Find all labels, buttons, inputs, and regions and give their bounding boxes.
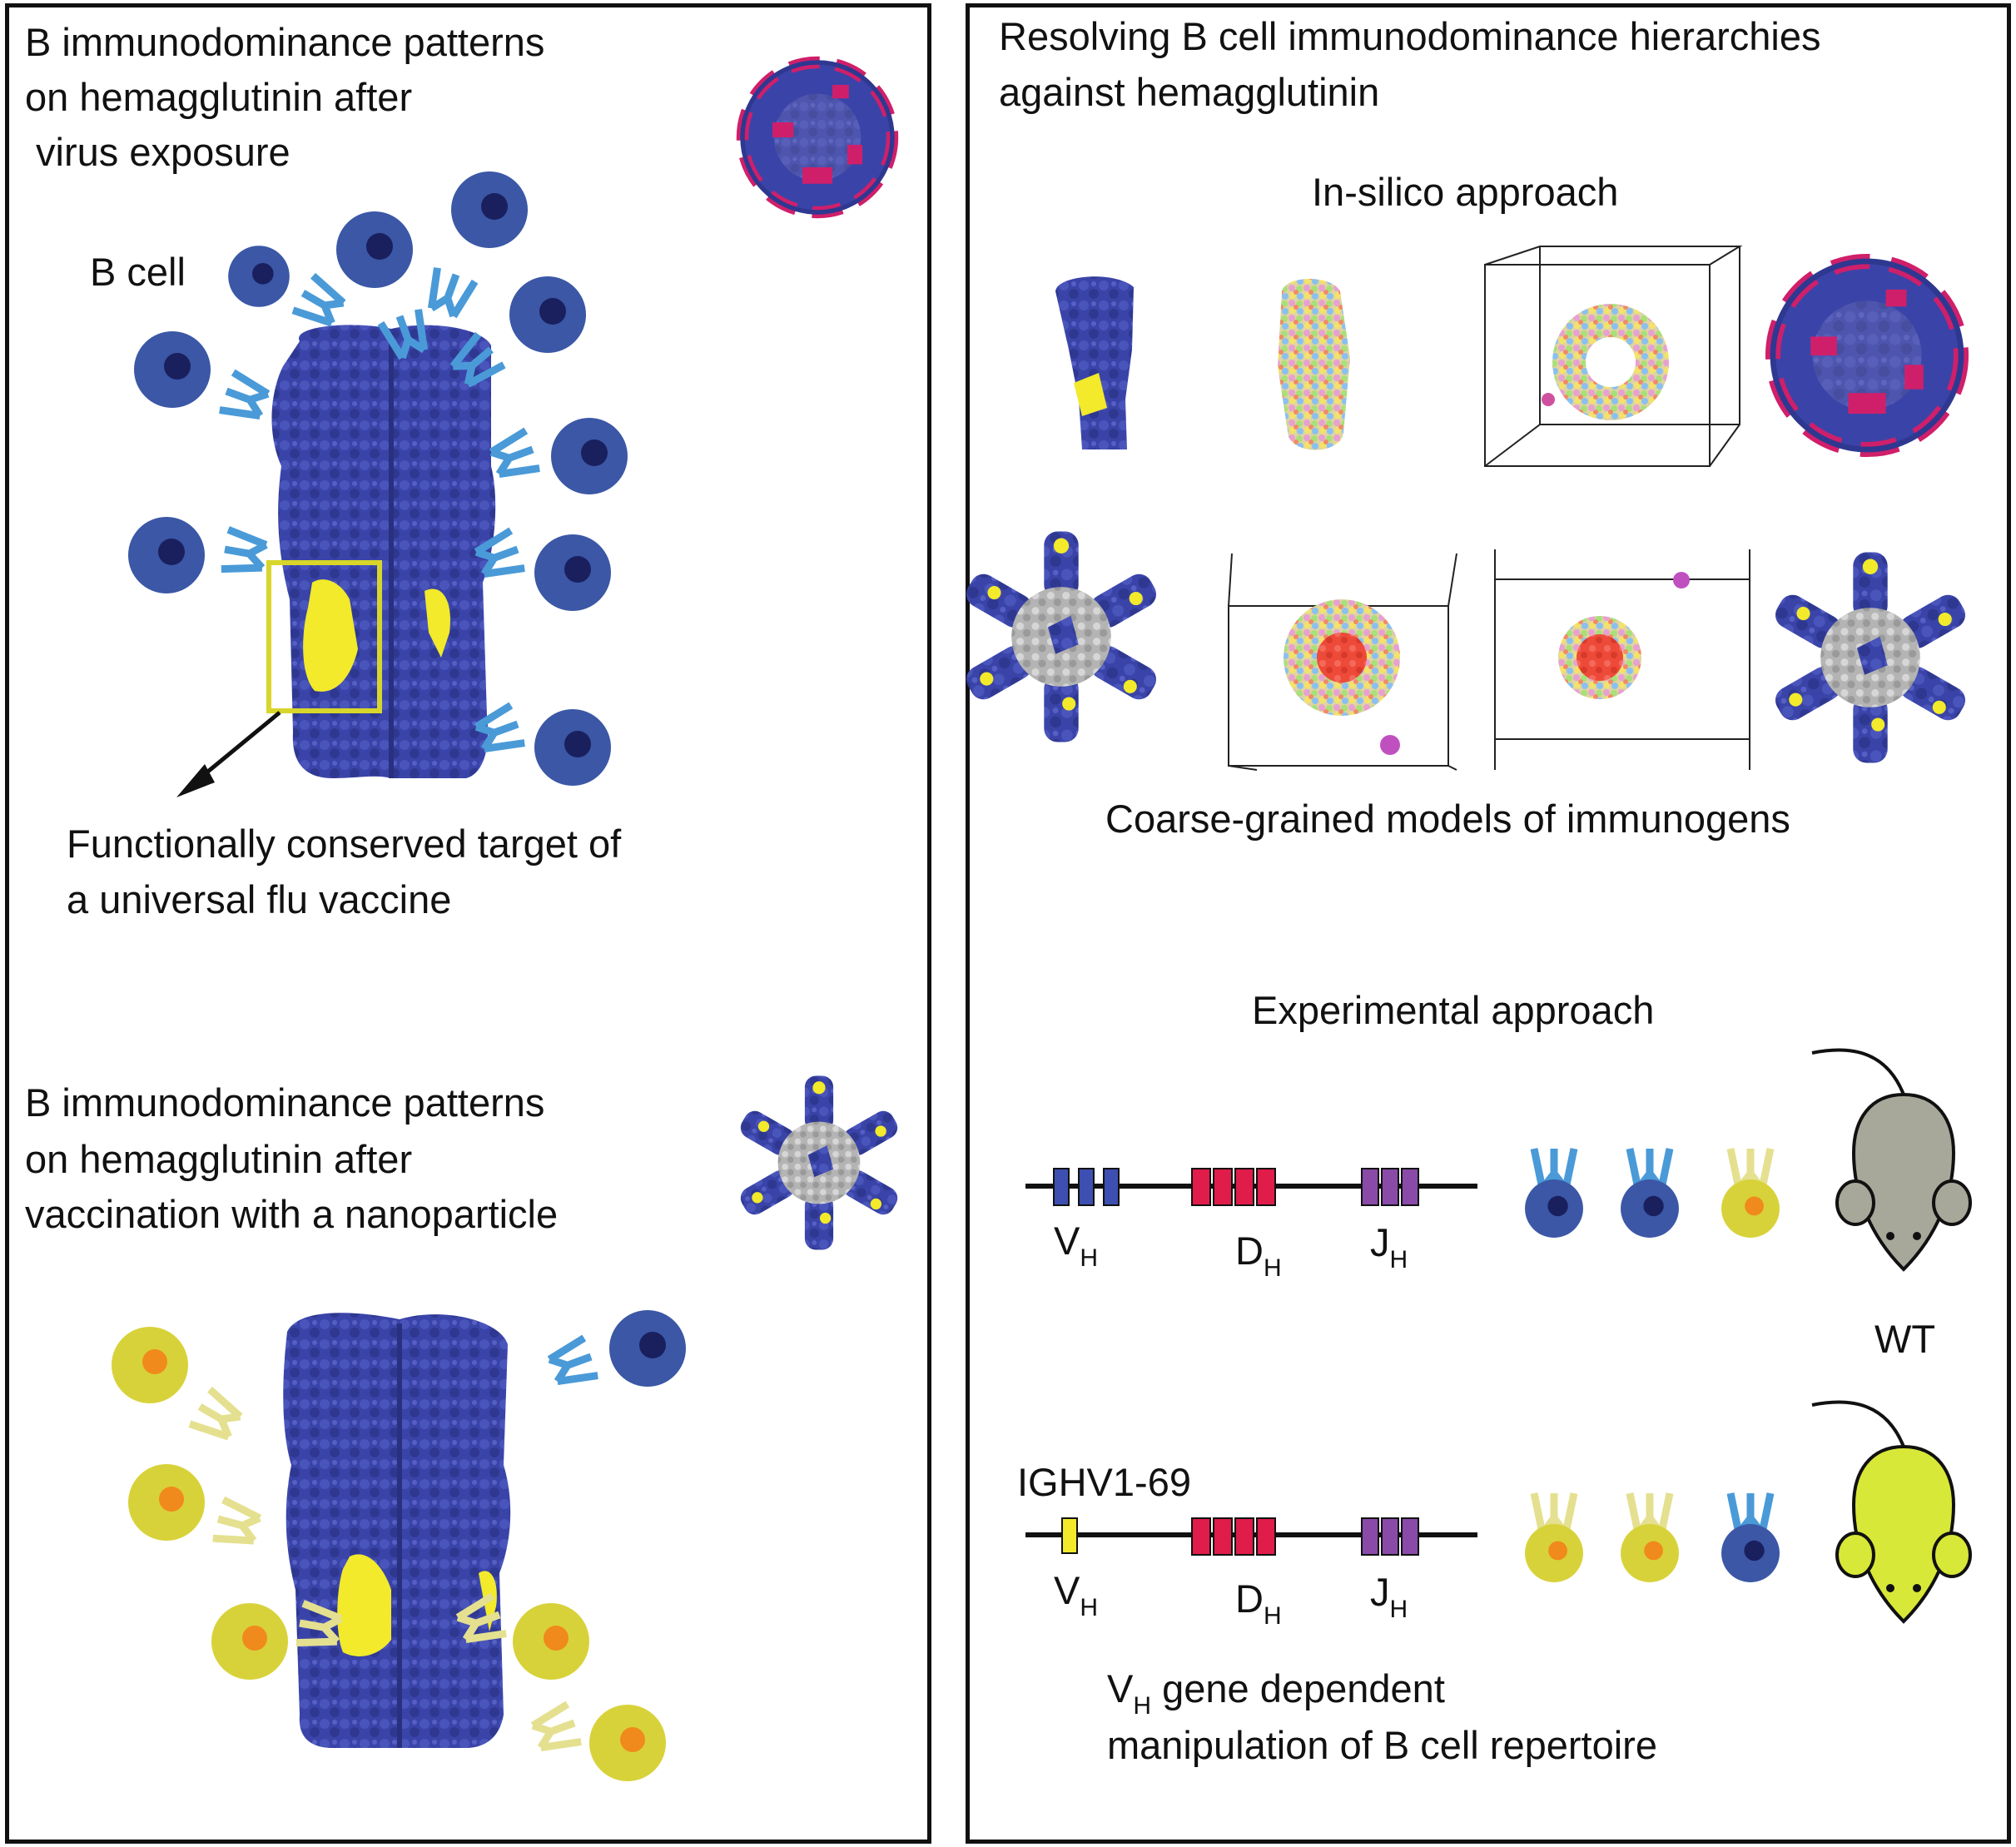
conserved-target-line2: a universal flu vaccine xyxy=(67,877,452,921)
insilico-heading: In-silico approach xyxy=(1312,170,1619,214)
nanoparticle-title-line3: vaccination with a nanoparticle xyxy=(25,1192,559,1236)
nanoparticle-icon xyxy=(736,1075,902,1250)
virus-surface-model xyxy=(1773,261,1961,449)
dh-label-row2: DH xyxy=(1235,1576,1282,1630)
virus-exposure-title-line1: B immunodominance patterns xyxy=(25,20,545,64)
vh-label-row2: VH xyxy=(1054,1568,1099,1621)
simulation-box-1 xyxy=(1484,246,1743,467)
vh-label-row1: VH xyxy=(1054,1219,1099,1272)
hemagglutinin-structure-bottom xyxy=(283,1313,511,1748)
pointer-arrow xyxy=(198,711,281,780)
nanoparticle-surface-model-2 xyxy=(1770,552,1970,763)
ha-surface-model xyxy=(1055,276,1134,449)
nanoparticle-title-line1: B immunodominance patterns xyxy=(25,1080,545,1125)
wt-mouse-icon xyxy=(1810,1048,1972,1271)
vh-caption-line2: manipulation of B cell repertoire xyxy=(1107,1723,1657,1767)
dh-label-row1: DH xyxy=(1235,1229,1282,1282)
repertoire-modified xyxy=(1525,1493,1780,1582)
conserved-epitope-box xyxy=(266,560,382,713)
conserved-target-line1: Functionally conserved target of xyxy=(67,822,622,866)
hemagglutinin-structure-top xyxy=(271,325,496,778)
coarse-grained-caption: Coarse-grained models of immunogens xyxy=(1105,797,1790,841)
jh-label-row2: JH xyxy=(1370,1570,1408,1623)
ighv-label: IGHV1-69 xyxy=(1017,1460,1191,1504)
gene-locus-ighv1-69 xyxy=(1025,1517,1477,1556)
gene-locus-wt xyxy=(1025,1168,1477,1206)
jh-label-row1: JH xyxy=(1370,1220,1408,1274)
wt-label: WT xyxy=(1874,1317,1936,1361)
nanoparticle-surface-model xyxy=(961,531,1161,742)
b-cell-label: B cell xyxy=(90,250,186,294)
ha-coarse-grained-model xyxy=(1278,279,1350,450)
experimental-heading: Experimental approach xyxy=(1252,988,1655,1032)
right-title-line2: against hemagglutinin xyxy=(999,70,1380,114)
repertoire-wt xyxy=(1525,1149,1780,1238)
nanoparticle-title-line2: on hemagglutinin after xyxy=(25,1137,413,1181)
virus-exposure-title-line2: on hemagglutinin after xyxy=(25,75,413,119)
influenza-virus-icon xyxy=(742,62,892,212)
virus-exposure-title-line3: virus exposure xyxy=(25,130,290,174)
modified-mouse-icon xyxy=(1810,1400,1972,1623)
vh-caption-line1: VH gene dependent xyxy=(1107,1666,1445,1720)
right-title-line1: Resolving B cell immunodominance hierarc… xyxy=(999,14,1821,58)
simulation-box-3 xyxy=(1494,549,1750,770)
